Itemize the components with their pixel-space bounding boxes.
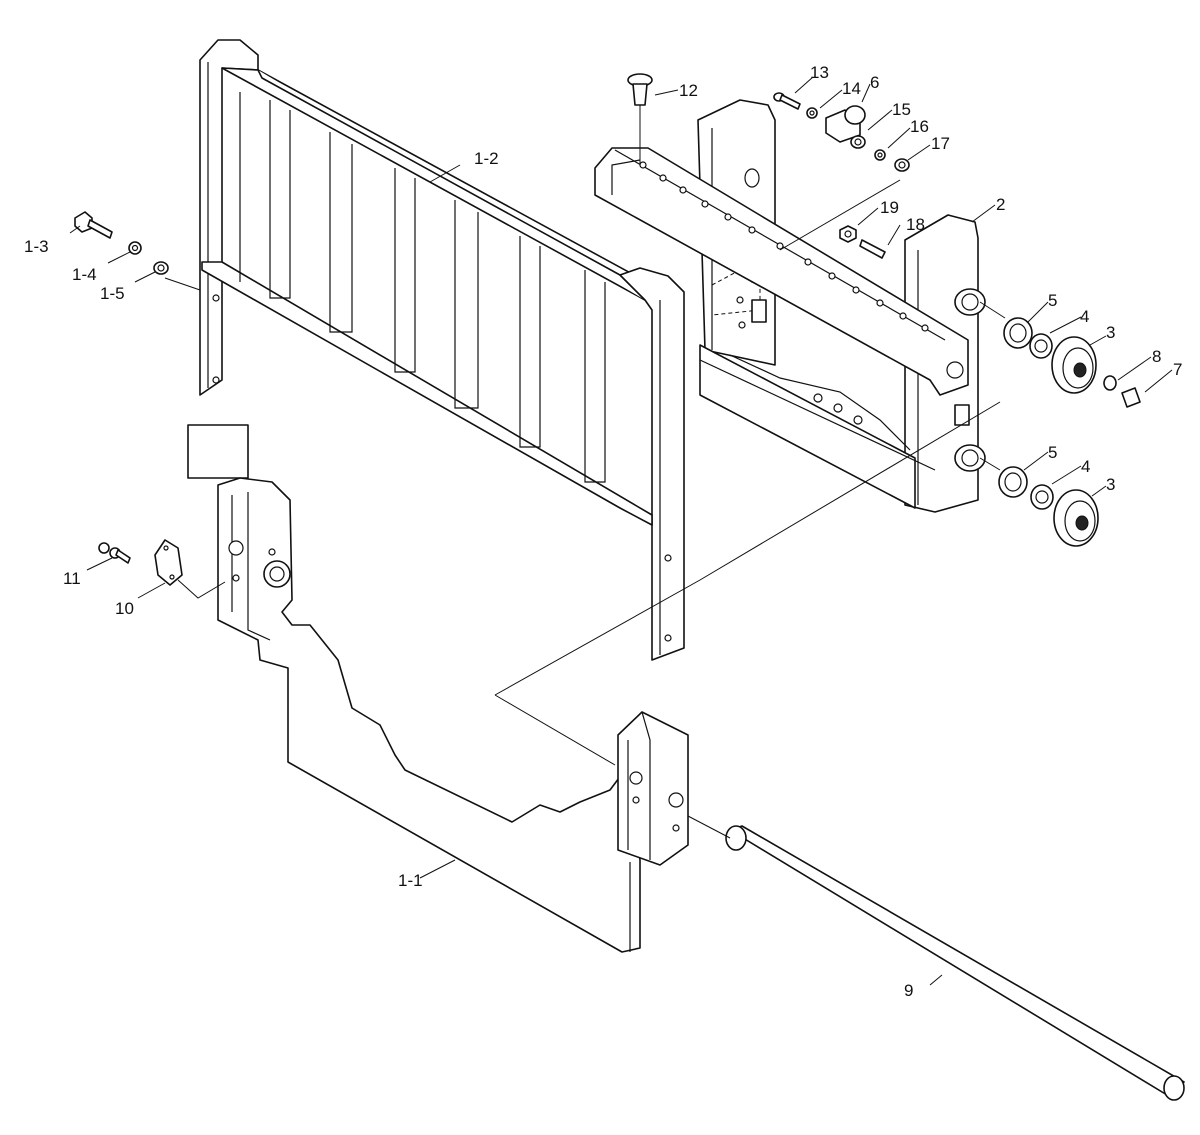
screw-11 — [98, 542, 131, 564]
callout-leaders — [69, 76, 1173, 986]
washer-15 — [850, 135, 866, 149]
callout-5-lower: 5 — [1048, 443, 1057, 462]
washer-1-4 — [128, 241, 142, 255]
callout-8: 8 — [1152, 347, 1161, 366]
washer-1-5 — [153, 261, 169, 275]
callout-14: 14 — [842, 79, 861, 98]
callout-4-lower: 4 — [1081, 457, 1090, 476]
callout-4-upper: 4 — [1080, 307, 1089, 326]
callout-1-3: 1-3 — [24, 237, 49, 256]
callout-16: 16 — [910, 117, 929, 136]
assembly-guide-lines — [164, 150, 1006, 839]
backrest-grille-part — [187, 39, 685, 661]
callout-9: 9 — [904, 981, 913, 1000]
callout-18: 18 — [906, 215, 925, 234]
callout-10: 10 — [115, 599, 134, 618]
washer-14 — [806, 107, 818, 119]
cover-plate-10 — [154, 539, 183, 586]
callout-2: 2 — [996, 195, 1005, 214]
callout-3-upper: 3 — [1106, 323, 1115, 342]
nut-19 — [839, 225, 857, 243]
lower-carriage-plate-part — [217, 477, 689, 953]
shaft-9 — [725, 825, 1185, 1101]
callout-1-2: 1-2 — [474, 149, 499, 168]
cross-bar-part — [594, 147, 969, 396]
callout-7: 7 — [1173, 360, 1182, 379]
callout-5-upper: 5 — [1048, 291, 1057, 310]
lower-roller-stack — [954, 444, 1099, 547]
callout-13: 13 — [810, 63, 829, 82]
bolt-13 — [773, 92, 801, 110]
callout-3-lower: 3 — [1106, 475, 1115, 494]
pin-12 — [627, 73, 653, 150]
callout-1-1: 1-1 — [398, 871, 423, 890]
lock-block-6 — [825, 105, 866, 143]
callout-19: 19 — [880, 198, 899, 217]
callout-1-4: 1-4 — [72, 265, 97, 284]
callout-6: 6 — [870, 73, 879, 92]
callout-12: 12 — [679, 81, 698, 100]
callout-11: 11 — [63, 569, 81, 588]
callout-1-5: 1-5 — [100, 284, 125, 303]
set-screw-18 — [859, 239, 886, 259]
upper-roller-stack — [954, 288, 1141, 408]
callout-17: 17 — [931, 134, 950, 153]
nut-17 — [894, 158, 910, 172]
callout-labels: 1-1 1-2 1-3 1-4 1-5 2 3 3 4 4 5 5 6 7 8 … — [24, 63, 1182, 1000]
callout-15: 15 — [892, 100, 911, 119]
bolt-1-3 — [74, 211, 113, 239]
washer-16 — [874, 149, 886, 161]
